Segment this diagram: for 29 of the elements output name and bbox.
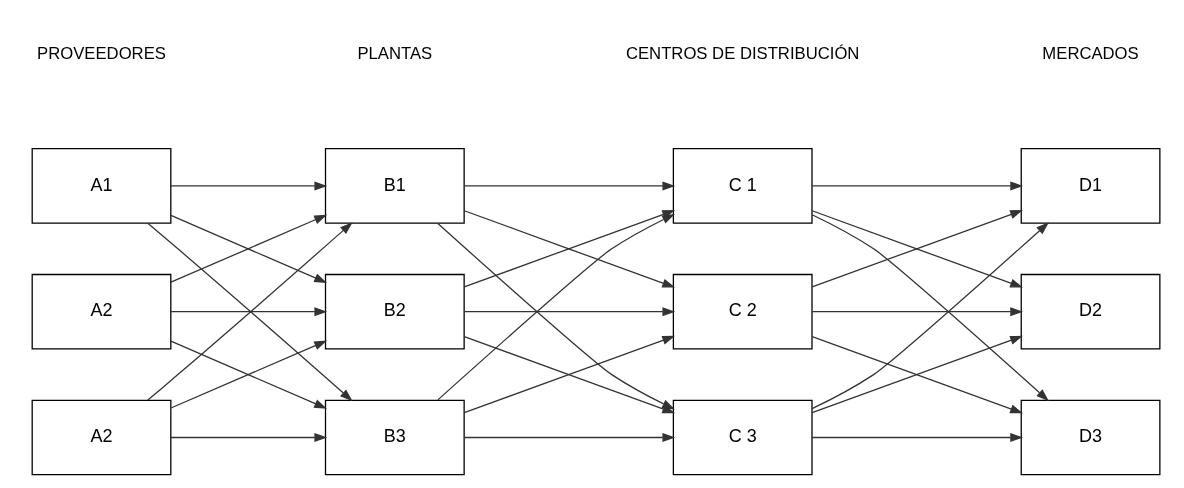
node-box: A1	[31, 148, 171, 224]
arrow	[463, 181, 675, 191]
arrow	[463, 307, 675, 317]
arrow	[811, 433, 1023, 442]
label: MERCADOS	[1041, 44, 1139, 64]
node-box: C 3	[672, 399, 813, 476]
node-box: D2	[1020, 273, 1160, 350]
node-box: B1	[324, 148, 465, 224]
node-box: A2	[31, 399, 171, 476]
node-box: A2	[31, 273, 171, 350]
label: PLANTAS	[356, 44, 432, 64]
arrow	[811, 210, 1023, 288]
arrow	[811, 335, 1023, 414]
label: PROVEEDORES	[36, 44, 166, 64]
arrow	[169, 181, 327, 191]
node-box: C 2	[672, 273, 813, 350]
node-box: D3	[1020, 399, 1160, 476]
arrow	[463, 433, 675, 442]
node-box: C 1	[672, 148, 813, 224]
arrow	[169, 340, 327, 409]
arrow	[169, 214, 327, 283]
node-box: D1	[1020, 148, 1160, 224]
node-box: B3	[324, 399, 465, 476]
node-box: B2	[324, 273, 465, 350]
arrow	[811, 307, 1023, 317]
label: CENTROS DE DISTRIBUCIÓN	[625, 44, 859, 64]
arrow	[169, 433, 327, 442]
arrow	[811, 181, 1023, 191]
arrow	[169, 307, 327, 317]
